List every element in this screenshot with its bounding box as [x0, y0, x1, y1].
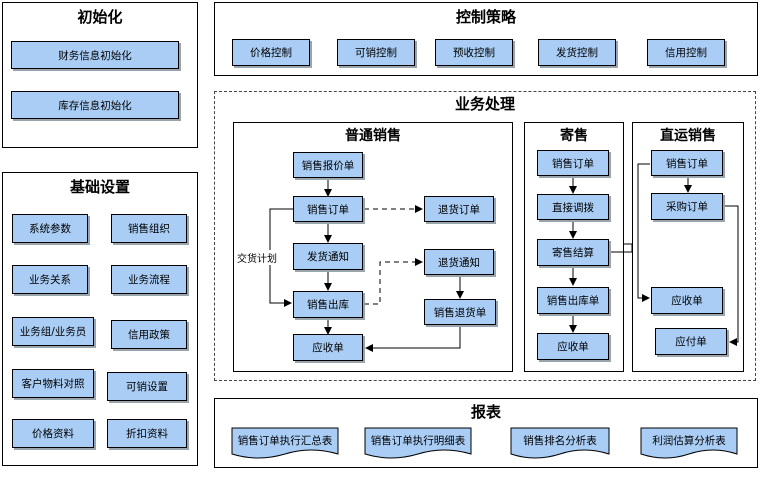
control-title: 控制策略 — [455, 8, 516, 26]
report-order-detail-button[interactable]: 销售订单执行明细表 — [370, 435, 466, 447]
direct-order-box[interactable]: 销售订单 — [651, 150, 723, 176]
consign-transfer-box[interactable]: 直接调拨 — [537, 194, 609, 220]
normal-quote-box[interactable]: 销售报价单 — [293, 152, 363, 178]
normal-receivable-box[interactable]: 应收单 — [293, 334, 363, 361]
consign-title: 寄售 — [560, 128, 588, 144]
init-panel: 初始化 财务信息初始化 库存信息初始化 — [2, 2, 198, 148]
control-panel: 控制策略 价格控制 可销控制 预收控制 发货控制 信用控制 — [214, 2, 758, 76]
normal-sales-title: 普通销售 — [345, 128, 401, 144]
basic-credit-policy-button[interactable]: 信用政策 — [111, 320, 187, 349]
business-container — [214, 91, 756, 381]
basic-system-params-button[interactable]: 系统参数 — [12, 214, 88, 243]
control-price-button[interactable]: 价格控制 — [232, 39, 310, 66]
reports-title: 报表 — [470, 403, 501, 421]
direct-purchase-box[interactable]: 采购订单 — [651, 193, 723, 220]
normal-return-order-box[interactable]: 退货订单 — [424, 196, 494, 222]
basic-discount-info-button[interactable]: 折扣资料 — [107, 419, 187, 448]
normal-return-slip-box[interactable]: 销售退货单 — [424, 299, 496, 325]
basic-saleable-setting-button[interactable]: 可销设置 — [107, 372, 187, 401]
basic-panel: 基础设置 系统参数 销售组织 业务关系 业务流程 业务组/业务员 信用政策 客户… — [2, 172, 198, 466]
basic-sales-org-button[interactable]: 销售组织 — [111, 214, 187, 243]
direct-sales-title: 直运销售 — [660, 128, 716, 144]
basic-business-relation-button[interactable]: 业务关系 — [12, 265, 88, 294]
normal-notice-box[interactable]: 发货通知 — [293, 243, 363, 270]
business-title: 业务处理 — [454, 95, 515, 113]
control-prepay-button[interactable]: 预收控制 — [435, 39, 513, 66]
normal-return-notice-box[interactable]: 退货通知 — [424, 249, 494, 275]
normal-outbound-box[interactable]: 销售出库 — [293, 291, 363, 318]
normal-order-box[interactable]: 销售订单 — [293, 196, 363, 222]
init-inventory-button[interactable]: 库存信息初始化 — [11, 91, 179, 119]
basic-price-info-button[interactable]: 价格资料 — [12, 419, 94, 448]
normal-sales-panel: 普通销售 — [233, 122, 513, 372]
control-delivery-button[interactable]: 发货控制 — [538, 39, 616, 66]
init-finance-button[interactable]: 财务信息初始化 — [11, 41, 179, 69]
init-title: 初始化 — [77, 8, 123, 26]
report-profit-estimate-button[interactable]: 利润估算分析表 — [652, 435, 726, 447]
basic-title: 基础设置 — [69, 178, 130, 196]
basic-business-flow-button[interactable]: 业务流程 — [111, 265, 187, 294]
direct-payable-box[interactable]: 应付单 — [655, 328, 727, 355]
basic-customer-material-button[interactable]: 客户物料对照 — [12, 369, 94, 398]
consign-order-box[interactable]: 销售订单 — [537, 150, 609, 176]
report-order-summary-button[interactable]: 销售订单执行汇总表 — [237, 435, 333, 447]
direct-receivable-box[interactable]: 应收单 — [651, 287, 723, 314]
control-saleable-button[interactable]: 可销控制 — [337, 39, 415, 66]
consign-outbound-box[interactable]: 销售出库单 — [537, 287, 609, 314]
consign-settle-box[interactable]: 寄售结算 — [537, 239, 609, 266]
report-sales-ranking-button[interactable]: 销售排名分析表 — [523, 435, 597, 447]
basic-salesgroup-button[interactable]: 业务组/业务员 — [12, 317, 94, 346]
delivery-plan-label: 交货计划 — [237, 250, 277, 265]
control-credit-button[interactable]: 信用控制 — [647, 39, 725, 66]
consign-receivable-box[interactable]: 应收单 — [537, 333, 609, 360]
